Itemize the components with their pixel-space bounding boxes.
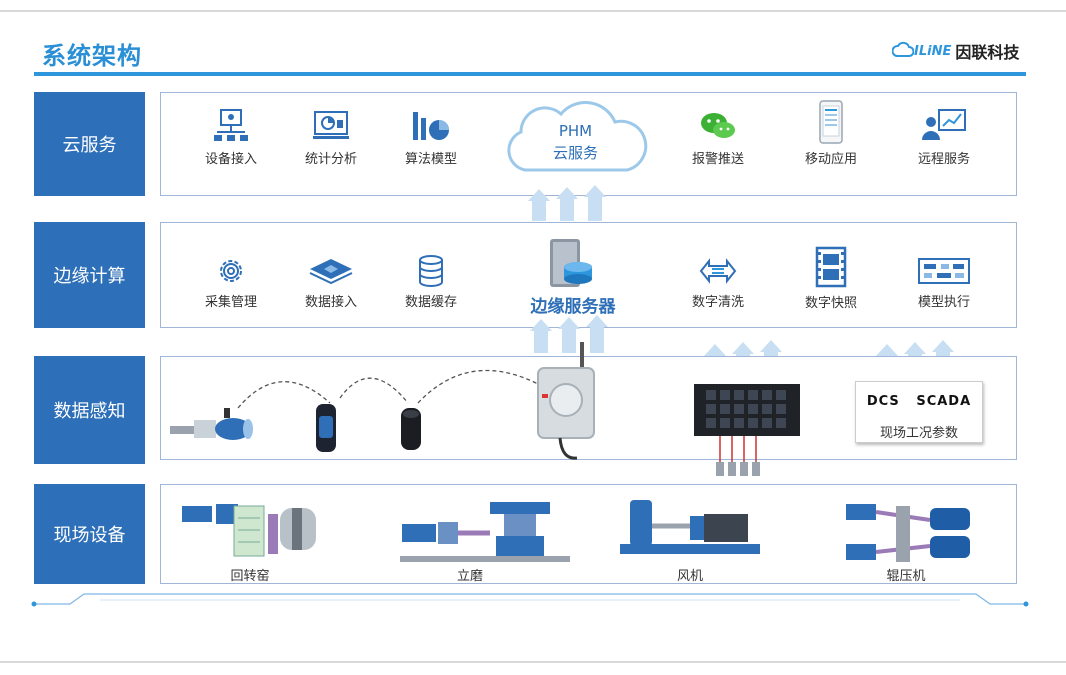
wireless-sensor-icon bbox=[316, 404, 336, 452]
edge-item-label: 数字清洗 bbox=[691, 295, 744, 310]
edge-item-model-exec: 模型执行 bbox=[899, 255, 989, 310]
wireless-sensor-icon bbox=[401, 408, 421, 450]
layer-label-edge: 边缘计算 bbox=[34, 222, 145, 328]
data-clean-icon bbox=[699, 258, 737, 284]
field-device-label: 辊压机 bbox=[886, 569, 926, 584]
film-icon bbox=[815, 246, 847, 288]
edge-server-title: 边缘服务器 bbox=[530, 297, 616, 317]
wechat-icon bbox=[701, 113, 735, 138]
database-icon bbox=[419, 255, 443, 287]
edge-item-label: 模型执行 bbox=[917, 295, 970, 310]
top-frame-line bbox=[0, 10, 1066, 12]
statistics-icon bbox=[313, 111, 349, 139]
logo-mark: ILiNE bbox=[914, 43, 952, 59]
device-access-icon bbox=[214, 109, 248, 141]
edge-item-label: 数字快照 bbox=[804, 296, 857, 311]
cloud-item-statistics: 统计分析 bbox=[286, 108, 376, 167]
cloud-item-label: 移动应用 bbox=[804, 152, 857, 167]
edge-item-collect-mgmt: 采集管理 bbox=[186, 255, 276, 310]
upload-arrows-icon bbox=[530, 315, 608, 353]
gear-icon bbox=[220, 260, 242, 282]
cloud-icon bbox=[507, 101, 648, 172]
dcs-logo: DCS bbox=[866, 394, 900, 409]
cloud-item-label: 算法模型 bbox=[404, 152, 457, 167]
cloud-item-alarm-push: 报警推送 bbox=[673, 108, 763, 167]
cloud-item-label: 报警推送 bbox=[691, 152, 744, 167]
field-device-label: 立磨 bbox=[456, 569, 483, 584]
edge-item-label: 采集管理 bbox=[204, 295, 257, 310]
cloud-item-remote-service: 远程服务 bbox=[899, 108, 989, 167]
edge-item-label: 数据缓存 bbox=[404, 295, 457, 310]
edge-item-data-cache: 数据缓存 bbox=[386, 255, 476, 310]
edge-item-label: 数据接入 bbox=[304, 295, 357, 310]
rotary-kiln-icon bbox=[182, 504, 316, 557]
edge-item-data-clean: 数字清洗 bbox=[673, 255, 763, 310]
fan-icon bbox=[620, 500, 760, 554]
bottom-frame-line bbox=[0, 661, 1066, 663]
page-title: 系统架构 bbox=[42, 42, 142, 70]
cloud-item-device-access: 设备接入 bbox=[186, 108, 276, 167]
acquisition-station-icon bbox=[694, 384, 800, 476]
company-logo: ILiNE 因联科技 bbox=[892, 36, 1019, 66]
phm-title: PHM bbox=[558, 122, 593, 140]
upload-arrows-icon bbox=[528, 185, 606, 221]
edge-item-data-snapshot: 数字快照 bbox=[786, 246, 876, 311]
cloud-item-label: 远程服务 bbox=[917, 152, 970, 167]
edge-item-data-access: 数据接入 bbox=[286, 255, 376, 310]
layer-label-cloud: 云服务 bbox=[34, 92, 145, 196]
wireless-link-arcs bbox=[237, 369, 543, 409]
cloud-item-label: 设备接入 bbox=[204, 152, 257, 167]
cloud-item-algorithm: 算法模型 bbox=[386, 108, 476, 167]
gateway-icon bbox=[537, 342, 595, 460]
motor-sensor-icon bbox=[170, 408, 253, 440]
cloud-item-label: 统计分析 bbox=[304, 152, 357, 167]
layer-label-sensing: 数据感知 bbox=[34, 356, 145, 464]
server-icon bbox=[550, 239, 592, 287]
mobile-app-icon bbox=[819, 100, 843, 144]
dcs-scada-logos: DCS SCADA bbox=[856, 394, 982, 409]
logo-name: 因联科技 bbox=[955, 43, 1020, 62]
dcs-scada-panel: DCS SCADA 现场工况参数 bbox=[855, 381, 983, 443]
scada-logo: SCADA bbox=[916, 394, 972, 409]
algorithm-icon bbox=[413, 112, 449, 140]
cloud-logo-icon bbox=[892, 41, 914, 57]
title-underline bbox=[34, 72, 1026, 76]
remote-service-icon bbox=[922, 109, 966, 140]
data-access-icon bbox=[309, 259, 353, 285]
edge-server: 边缘服务器 bbox=[528, 237, 618, 317]
layer-label-field: 现场设备 bbox=[34, 484, 145, 584]
field-device-label: 风机 bbox=[676, 569, 703, 584]
vertical-mill-icon bbox=[400, 502, 570, 562]
field-params-label: 现场工况参数 bbox=[879, 426, 958, 441]
phm-subtitle: 云服务 bbox=[552, 144, 598, 162]
model-exec-icon bbox=[918, 258, 970, 284]
field-device-label: 回转窑 bbox=[230, 569, 270, 584]
roller-press-icon bbox=[846, 504, 970, 562]
phm-cloud: PHM 云服务 bbox=[503, 96, 648, 180]
cloud-item-mobile-app: 移动应用 bbox=[786, 100, 876, 167]
